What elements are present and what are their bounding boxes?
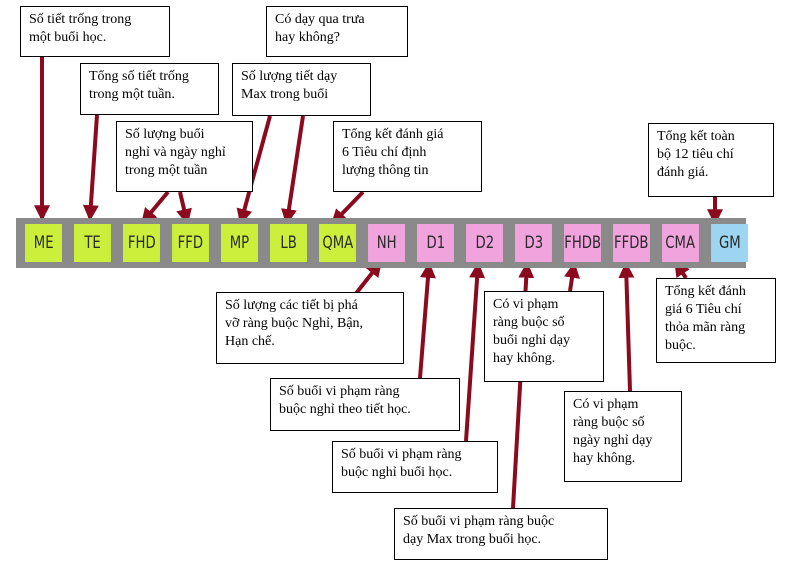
arrow-ffdb	[618, 261, 635, 392]
arrow-mp	[236, 115, 272, 226]
code-cell-te: TE	[74, 224, 111, 262]
note-fhdb: Có vi phạm ràng buộc số buổi nghỉ dạy ha…	[484, 291, 604, 382]
note-fhdb-line-3: buổi nghỉ dạy	[493, 333, 570, 348]
note-qma-line-2: 6 Tiêu chí định	[342, 145, 427, 160]
code-label-ffd: FFD	[177, 233, 204, 253]
note-fhdb-line-4: hay không.	[493, 351, 556, 366]
note-d3-line-2: dạy Max trong buổi học.	[403, 532, 542, 547]
note-fhd-ffd-line-1: Số lượng buổi	[125, 127, 205, 142]
note-d2-line-1: Số buổi vi phạm ràng	[341, 447, 462, 462]
arrow-qma	[330, 190, 365, 226]
note-te-line-2: trong một tuần.	[89, 87, 175, 102]
note-cma-line-2: giá 6 Tiêu chí	[665, 302, 742, 317]
code-label-d3: D3	[524, 233, 543, 253]
code-label-te: TE	[84, 233, 101, 253]
note-cma-line-4: buộc.	[665, 338, 696, 353]
note-d1-line-2: buộc nghỉ theo tiết học.	[279, 402, 411, 417]
note-lunch-line-2: hay không?	[275, 30, 340, 45]
note-qma: Tổng kết đánh giá 6 Tiêu chí định lượng …	[333, 121, 482, 192]
code-label-d1: D1	[426, 233, 445, 253]
note-nh-line-1: Số lượng các tiết bị phá	[225, 298, 358, 313]
arrow-lb	[281, 115, 305, 226]
code-cell-fhdb: FHDB	[564, 224, 601, 262]
note-mp-lb-line-1: Số lượng tiết dạy	[241, 69, 338, 84]
code-label-qma: QMA	[322, 233, 353, 253]
code-label-lb: LB	[280, 233, 297, 253]
code-cell-fhd: FHD	[123, 224, 160, 262]
code-cell-nh: NH	[368, 224, 405, 262]
note-fhd-ffd: Số lượng buổi nghỉ và ngày nghỉ trong mộ…	[116, 121, 253, 192]
note-te: Tổng số tiết trống trong một tuần.	[80, 63, 219, 115]
code-label-me: ME	[33, 233, 54, 253]
arrow-te	[82, 114, 99, 222]
arrow-ffd	[176, 191, 192, 226]
note-cma: Tổng kết đánh giá 6 Tiêu chí thỏa mãn rà…	[656, 278, 776, 363]
code-label-d2: D2	[475, 233, 494, 253]
code-label-fhdb: FHDB	[564, 233, 601, 253]
code-cell-qma: QMA	[319, 224, 356, 262]
code-cell-d2: D2	[466, 224, 503, 262]
note-fhd-ffd-line-3: trong một tuần	[125, 163, 208, 178]
note-cma-line-3: thỏa mãn ràng	[665, 320, 746, 335]
note-lunch-line-1: Có dạy qua trưa	[275, 12, 365, 27]
arrow-d2	[464, 261, 486, 442]
code-label-gm: GM	[718, 233, 741, 253]
note-qma-line-1: Tổng kết đánh giá	[342, 127, 444, 142]
code-cell-me: ME	[25, 224, 62, 262]
note-lunch: Có dạy qua trưa hay không?	[266, 6, 408, 57]
code-cell-ffdb: FFDB	[613, 224, 650, 262]
criteria-code-strip: ME TE FHD FFD MP LB QMA NH D1 D2 D3 FHDB…	[16, 218, 748, 268]
note-d3: Số buổi vi phạm ràng buộc dạy Max trong …	[394, 508, 608, 560]
note-me-line-2: một buổi học.	[29, 30, 107, 45]
note-fhdb-line-2: ràng buộc số	[493, 315, 565, 330]
note-ffdb: Có vi phạm ràng buộc số ngày nghỉ dạy ha…	[564, 391, 682, 482]
note-d2-line-2: buộc nghỉ buổi học.	[341, 465, 453, 480]
note-gm: Tổng kết toàn bộ 12 tiêu chí đánh giá.	[648, 123, 774, 197]
note-d3-line-1: Số buổi vi phạm ràng buộc	[403, 514, 555, 529]
note-mp-lb: Số lượng tiết dạy Max trong buổi	[232, 63, 371, 116]
arrow-fhdb	[564, 261, 580, 292]
note-qma-line-3: lượng thông tin	[342, 163, 429, 178]
note-fhdb-line-1: Có vi phạm	[493, 297, 559, 312]
note-ffdb-line-3: ngày nghỉ dạy	[573, 433, 653, 448]
note-fhd-ffd-line-2: nghỉ và ngày nghỉ	[125, 145, 226, 160]
code-label-ffdb: FFDB	[614, 233, 649, 253]
note-te-line-1: Tổng số tiết trống	[89, 69, 189, 84]
code-cell-cma: CMA	[662, 224, 699, 262]
code-cell-lb: LB	[270, 224, 307, 262]
code-cell-d1: D1	[417, 224, 454, 262]
note-nh: Số lượng các tiết bị phá vỡ ràng buộc Ng…	[216, 292, 404, 364]
arrow-d1	[418, 261, 436, 379]
note-gm-line-1: Tổng kết toàn	[657, 129, 735, 144]
note-gm-line-3: đánh giá.	[657, 165, 709, 180]
note-me-line-1: Số tiết trống trong	[29, 12, 132, 27]
code-cell-gm: GM	[711, 224, 748, 262]
note-nh-line-2: vỡ ràng buộc Nghỉ, Bận,	[225, 316, 364, 331]
note-gm-line-2: bộ 12 tiêu chí	[657, 147, 734, 162]
code-label-cma: CMA	[665, 233, 696, 253]
note-me: Số tiết trống trong một buổi học.	[20, 6, 170, 57]
code-label-nh: NH	[376, 233, 397, 253]
code-label-mp: MP	[229, 233, 250, 253]
note-d2: Số buổi vi phạm ràng buộc nghỉ buổi học.	[332, 441, 498, 493]
note-d1: Số buổi vi phạm ràng buộc nghỉ theo tiết…	[270, 378, 460, 431]
code-cell-mp: MP	[221, 224, 258, 262]
code-cell-d3: D3	[515, 224, 552, 262]
note-ffdb-line-4: hay không.	[573, 451, 636, 466]
note-cma-line-1: Tổng kết đánh	[665, 284, 746, 299]
note-ffdb-line-2: ràng buộc số	[573, 415, 645, 430]
note-ffdb-line-1: Có vi phạm	[573, 397, 639, 412]
code-cell-ffd: FFD	[172, 224, 209, 262]
code-label-fhd: FHD	[127, 233, 156, 253]
note-nh-line-3: Hạn chế.	[225, 334, 275, 349]
arrow-nh	[352, 260, 382, 298]
note-d1-line-1: Số buổi vi phạm ràng	[279, 384, 400, 399]
note-mp-lb-line-2: Max trong buổi	[241, 87, 329, 102]
arrow-fhd	[140, 190, 170, 225]
